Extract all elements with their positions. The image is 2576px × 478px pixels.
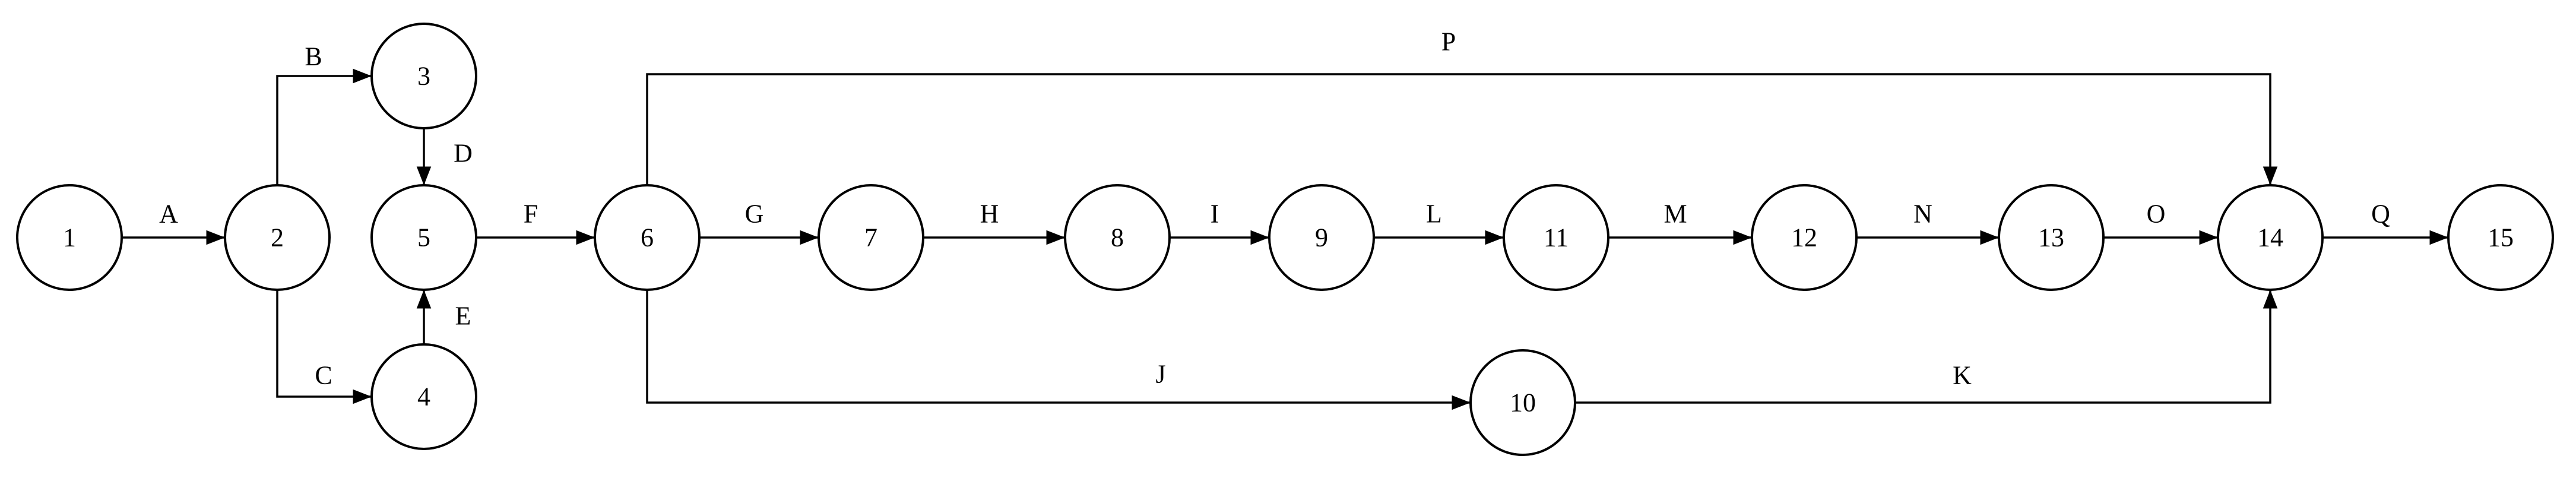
edge-arrow-c [276,290,372,404]
edge-label-d: D [454,139,473,168]
node-circle-7 [818,184,924,291]
edge-label-l: L [1426,200,1442,229]
node-label-14: 14 [2257,223,2283,252]
edge-label-k: K [1953,361,1972,390]
node-label-4: 4 [417,382,430,411]
edge-arrow-k [1575,290,2278,404]
node-label-11: 11 [1544,223,1569,252]
edge-label-i: I [1211,200,1219,229]
node-5: 5 [370,184,477,291]
node-label-13: 13 [2038,223,2064,252]
node-12: 12 [1751,184,1858,291]
node-circle-9 [1268,184,1375,291]
edge-label-c: C [315,361,332,390]
node-label-12: 12 [1791,223,1817,252]
node-circle-11 [1503,184,1609,291]
node-8: 8 [1064,184,1171,291]
node-label-5: 5 [417,223,430,252]
edge-label-b: B [305,42,322,71]
edge-label-o: O [2147,200,2166,229]
edge-label-a: A [159,200,178,229]
node-circle-3 [370,23,477,129]
edge-label-f: F [524,200,538,229]
edge-label-j: J [1155,360,1165,389]
node-circle-4 [370,343,477,450]
node-3: 3 [370,23,477,129]
node-label-1: 1 [63,223,76,252]
node-circle-5 [370,184,477,291]
node-label-7: 7 [864,223,877,252]
node-15: 15 [2447,184,2554,291]
edge-arrow-b [276,68,372,185]
node-circle-10 [1469,349,1576,456]
edge-label-n: N [1913,200,1932,229]
node-label-15: 15 [2488,223,2514,252]
node-4: 4 [370,343,477,450]
node-label-9: 9 [1315,223,1328,252]
edge-label-h: H [980,200,999,229]
edge-arrow-p [646,73,2278,185]
node-circle-12 [1751,184,1858,291]
node-circle-13 [1998,184,2105,291]
edge-label-q: Q [2371,200,2390,229]
node-label-10: 10 [1510,388,1536,417]
node-10: 10 [1469,349,1576,456]
node-circle-2 [224,184,331,291]
node-1: 1 [16,184,123,291]
node-circle-8 [1064,184,1171,291]
node-circle-1 [16,184,123,291]
edge-label-g: G [745,200,764,229]
edge-label-p: P [1441,27,1456,56]
node-circle-6 [594,184,701,291]
edges-layer: A B C D E F G H I J K L M N O P Q [122,27,2448,410]
edge-label-e: E [455,302,471,331]
node-label-3: 3 [417,62,430,91]
node-circle-14 [2217,184,2324,291]
node-11: 11 [1503,184,1609,291]
node-9: 9 [1268,184,1375,291]
node-14: 14 [2217,184,2324,291]
edge-arrow-j [646,290,1471,410]
edge-label-m: M [1664,200,1687,229]
node-label-8: 8 [1111,223,1124,252]
node-2: 2 [224,184,331,291]
node-6: 6 [594,184,701,291]
node-label-2: 2 [271,223,284,252]
node-13: 13 [1998,184,2105,291]
node-circle-15 [2447,184,2554,291]
node-7: 7 [818,184,924,291]
node-label-6: 6 [641,223,654,252]
